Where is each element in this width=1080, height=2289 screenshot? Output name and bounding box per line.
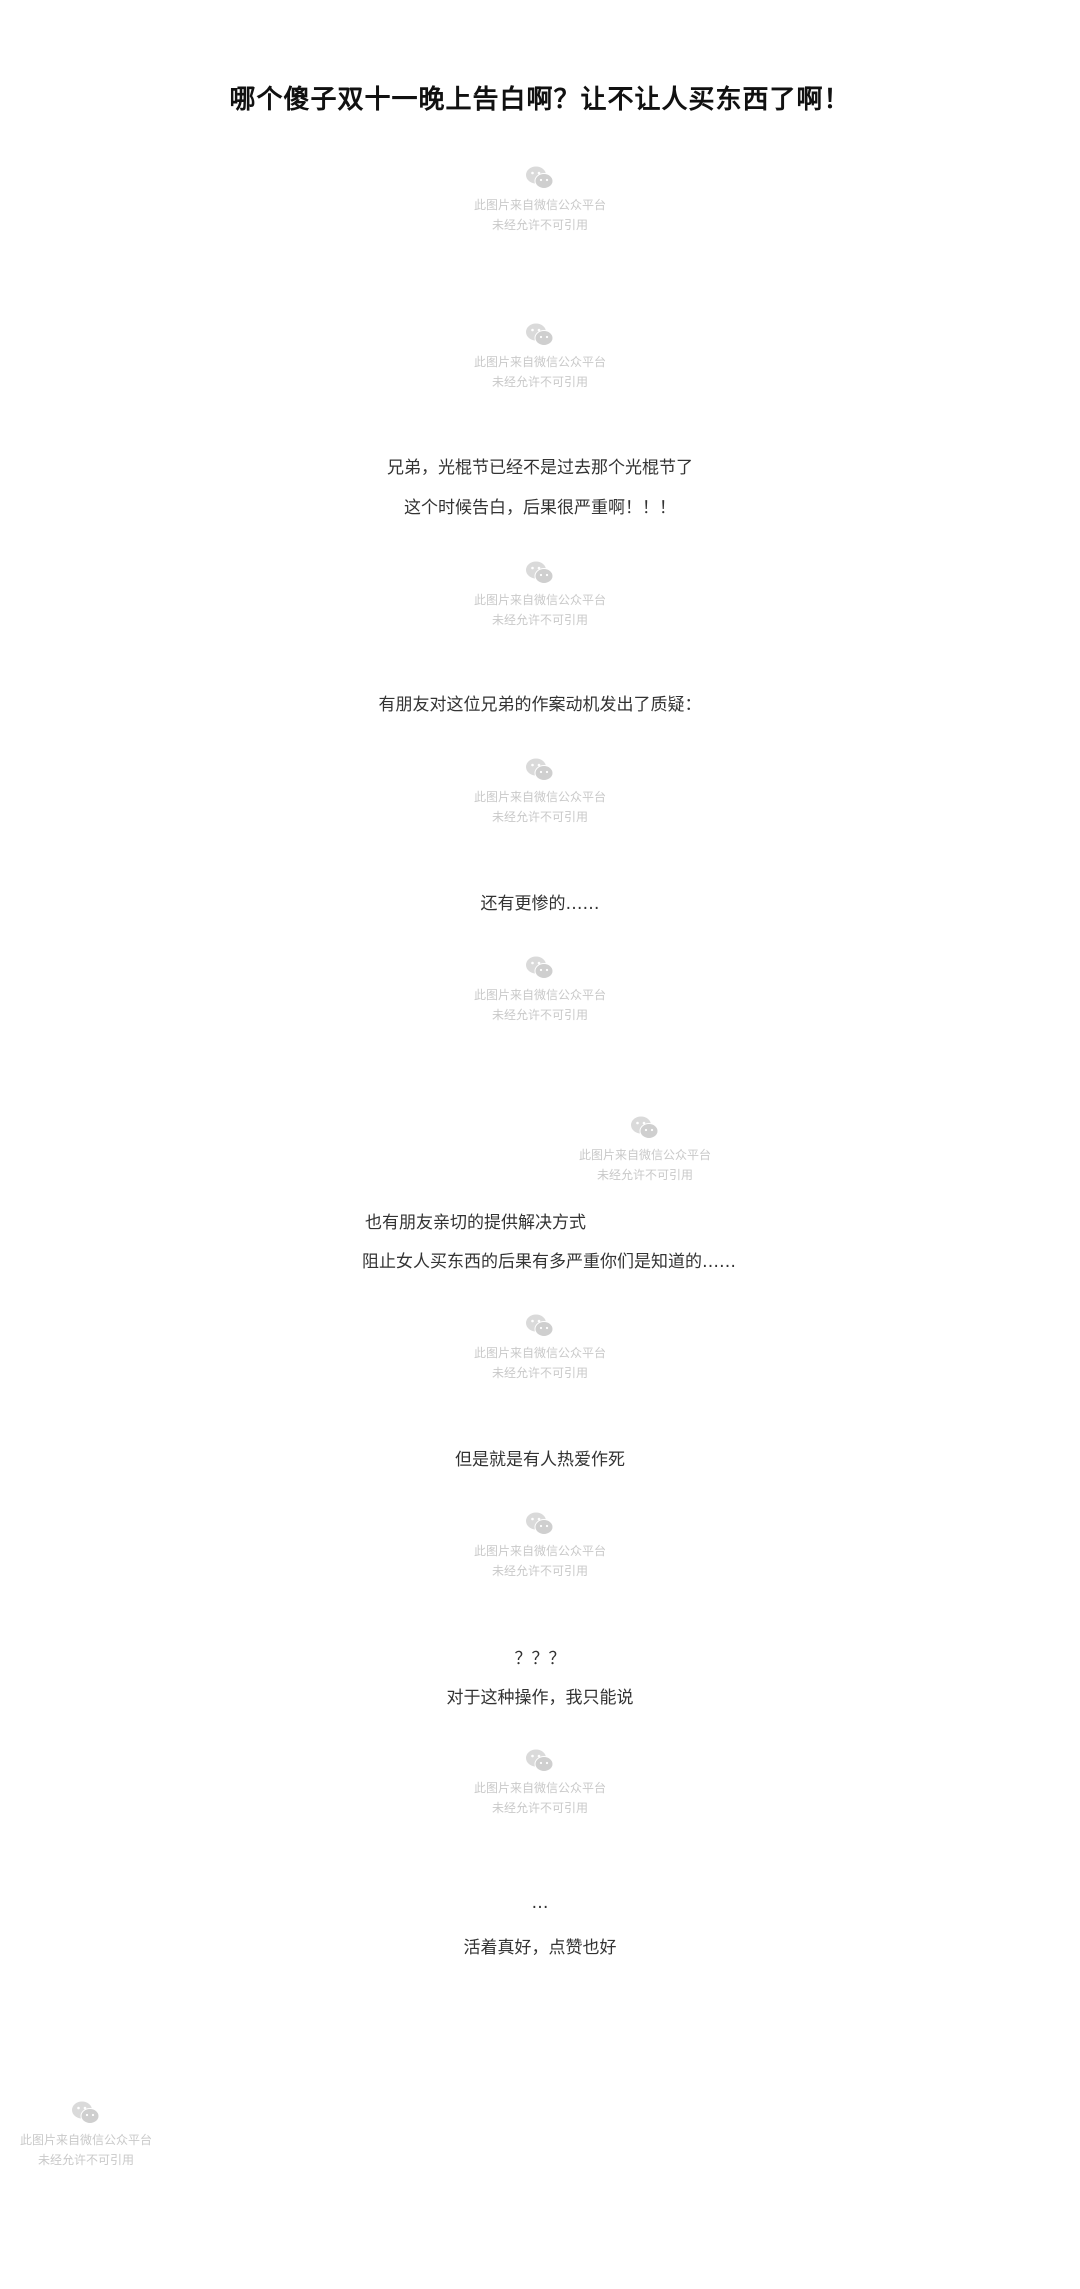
placeholder-line-2: 未经允许不可引用 xyxy=(491,375,588,389)
wechat-icon xyxy=(526,956,554,979)
paragraph: 阻止女人买东西的后果有多严重你们是知道的…… xyxy=(362,1252,736,1272)
wechat-icon xyxy=(526,323,554,346)
placeholder-line-1: 此图片来自微信公众平台 xyxy=(19,2133,152,2147)
placeholder-line-2: 未经允许不可引用 xyxy=(596,1168,693,1182)
paragraph: 也有朋友亲切的提供解决方式 xyxy=(365,1213,586,1233)
wechat-icon xyxy=(526,1314,554,1337)
placeholder-line-2: 未经允许不可引用 xyxy=(491,810,588,824)
wechat-icon xyxy=(526,1749,554,1772)
placeholder-line-1: 此图片来自微信公众平台 xyxy=(473,790,606,804)
article-title: 哪个傻子双十一晚上告白啊？让不让人买东西了啊！ xyxy=(229,85,851,116)
paragraph: 这个时候告白，后果很严重啊！！！ xyxy=(404,498,676,518)
placeholder-line-1: 此图片来自微信公众平台 xyxy=(473,593,606,607)
image-placeholder: 此图片来自微信公众平台 未经允许不可引用 xyxy=(555,1115,735,1205)
paragraph: 有朋友对这位兄弟的作案动机发出了质疑： xyxy=(378,695,702,715)
image-placeholder: 此图片来自微信公众平台 未经允许不可引用 xyxy=(450,1748,630,1838)
paragraph: … xyxy=(531,1893,549,1913)
image-placeholder: 此图片来自微信公众平台 未经允许不可引用 xyxy=(450,1511,630,1601)
placeholder-line-2: 未经允许不可引用 xyxy=(491,1366,588,1380)
paragraph: 对于这种操作，我只能说 xyxy=(446,1688,634,1708)
placeholder-line-2: 未经允许不可引用 xyxy=(491,218,588,232)
image-placeholder: 此图片来自微信公众平台 未经允许不可引用 xyxy=(450,757,630,847)
placeholder-line-1: 此图片来自微信公众平台 xyxy=(473,988,606,1002)
image-placeholder: 此图片来自微信公众平台 未经允许不可引用 xyxy=(450,322,630,412)
paragraph: 兄弟，光棍节已经不是过去那个光棍节了 xyxy=(387,458,693,478)
placeholder-line-1: 此图片来自微信公众平台 xyxy=(473,1346,606,1360)
placeholder-line-2: 未经允许不可引用 xyxy=(491,1564,588,1578)
placeholder-line-1: 此图片来自微信公众平台 xyxy=(473,1544,606,1558)
placeholder-line-1: 此图片来自微信公众平台 xyxy=(473,1781,606,1795)
paragraph: ？？？ xyxy=(514,1649,566,1669)
placeholder-line-1: 此图片来自微信公众平台 xyxy=(578,1148,711,1162)
image-placeholder: 此图片来自微信公众平台 未经允许不可引用 xyxy=(0,2100,176,2190)
placeholder-line-1: 此图片来自微信公众平台 xyxy=(473,198,606,212)
placeholder-line-2: 未经允许不可引用 xyxy=(491,1008,588,1022)
wechat-icon xyxy=(631,1116,659,1139)
placeholder-line-2: 未经允许不可引用 xyxy=(37,2153,134,2167)
wechat-icon xyxy=(526,166,554,189)
paragraph: 但是就是有人热爱作死 xyxy=(455,1450,625,1470)
placeholder-line-2: 未经允许不可引用 xyxy=(491,1801,588,1815)
placeholder-line-1: 此图片来自微信公众平台 xyxy=(473,355,606,369)
image-placeholder: 此图片来自微信公众平台 未经允许不可引用 xyxy=(450,560,630,650)
wechat-icon xyxy=(72,2101,100,2124)
image-placeholder: 此图片来自微信公众平台 未经允许不可引用 xyxy=(450,165,630,255)
wechat-icon xyxy=(526,561,554,584)
image-placeholder: 此图片来自微信公众平台 未经允许不可引用 xyxy=(450,955,630,1045)
paragraph: 还有更惨的…… xyxy=(480,894,600,914)
paragraph: 活着真好，点赞也好 xyxy=(463,1938,617,1958)
wechat-icon xyxy=(526,1512,554,1535)
wechat-icon xyxy=(526,758,554,781)
image-placeholder: 此图片来自微信公众平台 未经允许不可引用 xyxy=(450,1313,630,1403)
placeholder-line-2: 未经允许不可引用 xyxy=(491,613,588,627)
